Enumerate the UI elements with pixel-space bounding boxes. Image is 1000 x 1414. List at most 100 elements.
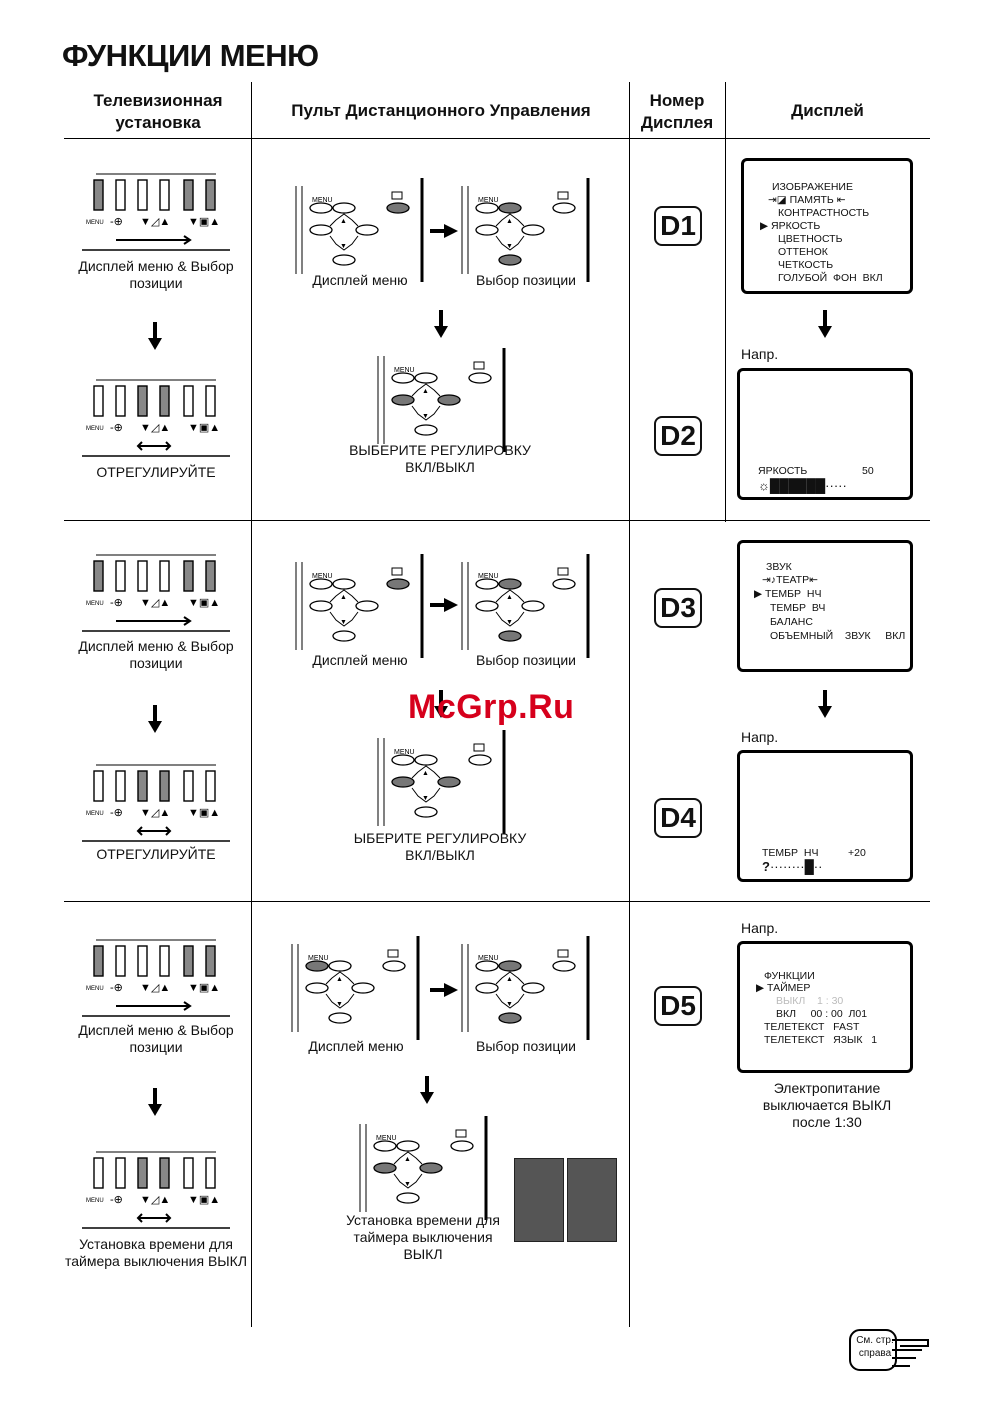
minus-button (309, 224, 333, 236)
menu-button (309, 578, 333, 590)
direction-outline (411, 765, 441, 803)
tv-caption-menu-select: Дисплей меню & Выбор позиции (78, 638, 234, 671)
menu-label: MENU (86, 220, 104, 226)
input-icon: -⊕ (110, 422, 123, 434)
menu-label: MENU (86, 426, 104, 432)
menu-button (391, 372, 415, 384)
screen-timer-menu: ФУНКЦИИ ▶ ТАЙМЕР ВЫКЛ 1 : 30 ВКЛ 00 : 00… (737, 941, 913, 1073)
menu-line: ОБЪЕМНЫЙ ЗВУК ВКЛ (770, 630, 906, 642)
up-arrow-icon: ▲ (506, 976, 513, 983)
column-divider (251, 82, 252, 1327)
up-button (498, 202, 522, 214)
panel-button (183, 1157, 194, 1189)
display-code-d2: D2 (654, 416, 702, 456)
picture-sound-button (552, 578, 576, 590)
direction-outline (325, 971, 355, 1009)
plus-button (351, 982, 375, 994)
tv-caption-adjust: ОТРЕГУЛИРУЙТЕ (96, 464, 216, 480)
input-icon: -⊕ (110, 1194, 123, 1206)
display-code-d1: D1 (654, 206, 702, 246)
down-button (498, 630, 522, 642)
picture-sound-button (382, 960, 406, 972)
picture-icon (557, 949, 569, 958)
up-arrow-icon: ▲ (422, 770, 429, 777)
direction-outline (393, 1151, 423, 1189)
right-arrow-icon (116, 235, 192, 245)
display-code-d5: D5 (654, 986, 702, 1026)
section-rule (64, 520, 930, 521)
channel-icon: ▼▣▲ (188, 982, 220, 994)
remote-caption-select: Выбор позиции (476, 652, 576, 668)
plus-button (437, 776, 461, 788)
picture-sound-button (386, 202, 410, 214)
picture-sound-button (386, 578, 410, 590)
direction-outline (411, 383, 441, 421)
double-arrow-icon (136, 826, 172, 836)
panel-button (137, 179, 148, 211)
page-title: ФУНКЦИИ МЕНЮ (62, 38, 319, 73)
panel-button (137, 1157, 148, 1189)
down-arrow-small-icon: ▼ (506, 619, 513, 626)
menu-line: ВКЛ 00 : 00 Л01 (776, 1008, 868, 1020)
panel-button (93, 560, 104, 592)
plus-button (521, 224, 545, 236)
screen-sound-menu: ЗВУК ⇥♪ТЕАТР⇤ ▶ ТЕМБР НЧ ТЕМБР ВЧ БАЛАНС… (737, 540, 913, 672)
down-arrow-small-icon: ▼ (340, 243, 347, 250)
right-arrow-icon (444, 224, 458, 238)
menu-line: ТЕМБР ВЧ (770, 602, 826, 614)
menu-button-label: MENU (478, 197, 499, 204)
menu-button (475, 578, 499, 590)
up-button (498, 960, 522, 972)
down-button (396, 1192, 420, 1204)
down-arrow-small-icon: ▼ (422, 413, 429, 420)
picture-icon (473, 361, 485, 370)
up-arrow-icon: ▲ (336, 976, 343, 983)
menu-button-label: MENU (376, 1135, 397, 1142)
tv-caption-adjust: ОТРЕГУЛИРУЙТЕ (96, 846, 216, 862)
up-button (332, 202, 356, 214)
down-button (332, 254, 356, 266)
input-icon: -⊕ (110, 982, 123, 994)
menu-button-label: MENU (394, 367, 415, 374)
menu-label: MENU (86, 811, 104, 817)
pointing-hand-icon (849, 1329, 929, 1371)
example-label: Напр. (741, 729, 779, 745)
minus-button (391, 394, 415, 406)
down-arrow-small-icon: ▼ (506, 243, 513, 250)
remote-caption-timer: Установка времени для таймера выключения… (346, 1212, 500, 1262)
volume-icon: ▼◿▲ (140, 982, 170, 994)
input-icon: -⊕ (110, 807, 123, 819)
remote-caption-adjust: ЫБЕРИТЕ РЕГУЛИРОВКУ ВКЛ/ВЫКЛ (353, 830, 527, 863)
up-button (328, 960, 352, 972)
minus-button (475, 600, 499, 612)
up-button (498, 578, 522, 590)
down-arrow-icon (148, 1104, 162, 1116)
channel-icon: ▼▣▲ (188, 1194, 220, 1206)
minus-button (305, 982, 329, 994)
up-button (414, 754, 438, 766)
right-arrow-icon (444, 983, 458, 997)
remote-caption-menu: Дисплей меню (308, 1038, 404, 1054)
screen-bass: ТЕМБР НЧ +20 ?········█·· (737, 750, 913, 882)
timer-note: Электропитание выключается ВЫКЛ после 1:… (762, 1080, 892, 1130)
panel-button (93, 1157, 104, 1189)
panel-button (205, 770, 216, 802)
panel-button (115, 945, 126, 977)
remote-caption-adjust: ВЫБЕРИТЕ РЕГУЛИРОВКУ ВКЛ/ВЫКЛ (349, 442, 531, 475)
down-arrow-icon (818, 706, 832, 718)
volume-icon: ▼◿▲ (140, 597, 170, 609)
panel-button (159, 1157, 170, 1189)
minus-button (475, 982, 499, 994)
example-label: Напр. (741, 346, 779, 362)
panel-button (137, 560, 148, 592)
right-arrow-icon (116, 616, 192, 626)
header-rule (64, 138, 930, 139)
menu-line: ОТТЕНОК (778, 246, 828, 258)
up-button (414, 372, 438, 384)
panel-button (137, 385, 148, 417)
down-arrow-small-icon: ▼ (506, 1001, 513, 1008)
adjust-label: ТЕМБР НЧ (762, 847, 819, 859)
header-tv-setup: Телевизионная установка (93, 91, 223, 132)
panel-button (205, 179, 216, 211)
picture-icon (391, 191, 403, 200)
